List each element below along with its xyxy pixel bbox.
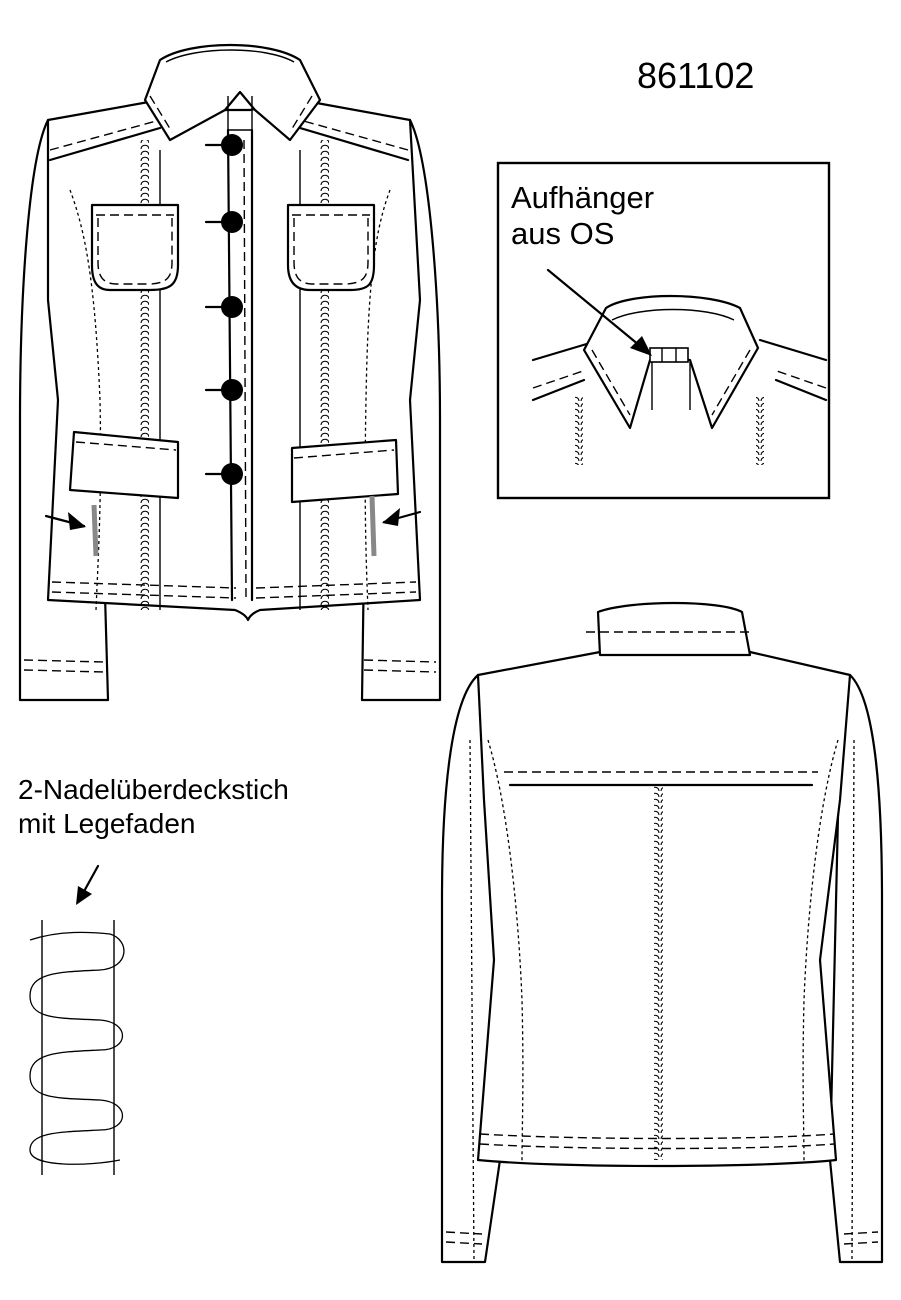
button xyxy=(221,463,243,485)
stitch-note-line2: mit Legefaden xyxy=(18,808,196,839)
hanger-detail-box xyxy=(496,161,831,500)
button xyxy=(221,134,243,156)
jacket-back-view xyxy=(440,601,884,1264)
left-chest-pocket xyxy=(90,203,180,292)
button xyxy=(221,379,243,401)
right-waist-tab xyxy=(290,438,400,504)
front-seams xyxy=(69,140,391,611)
back-right-sleeve xyxy=(828,673,884,1264)
front-body xyxy=(46,98,422,622)
back-collar xyxy=(596,601,752,657)
button xyxy=(221,211,243,233)
right-chest-pocket xyxy=(286,203,376,292)
hanger-note-line2: aus OS xyxy=(511,216,615,251)
back-body xyxy=(476,650,852,1168)
hanger-note-line1: Aufhänger xyxy=(511,180,655,215)
stitch-note-line1: 2-Nadelüberdeckstich xyxy=(18,774,289,805)
left-waist-tab xyxy=(68,430,180,500)
jacket-front-view xyxy=(18,43,442,702)
button xyxy=(221,296,243,318)
hanger-note: Aufhänger aus OS xyxy=(511,180,654,252)
coverstitch-diagram xyxy=(29,864,125,1175)
article-number: 861102 xyxy=(637,55,755,96)
front-buttons xyxy=(204,134,243,485)
stitch-note: 2-Nadelüberdeckstich mit Legefaden xyxy=(18,773,289,841)
front-collar xyxy=(143,43,322,142)
